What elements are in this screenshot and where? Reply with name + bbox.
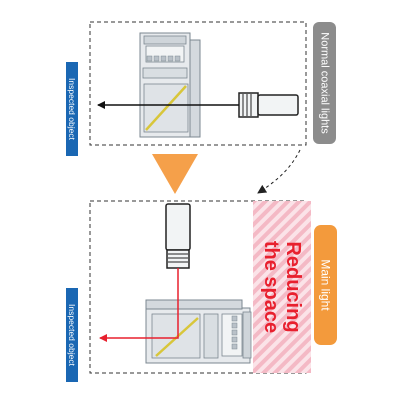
inspected-object-label-top: Inspected object bbox=[66, 62, 78, 156]
reduced-space-area bbox=[253, 201, 311, 373]
bottom-half-mirror bbox=[155, 317, 199, 357]
main-light-beam-arrow bbox=[99, 268, 179, 342]
reducing-text-line2: the space bbox=[260, 240, 283, 334]
main-light-unit bbox=[165, 203, 191, 269]
normal-coaxial-lights-label: Normal coaxial lights bbox=[313, 22, 336, 144]
inspected-object-text-bottom: Inspected object bbox=[67, 304, 77, 366]
normal-coaxial-lights-text: Normal coaxial lights bbox=[318, 32, 331, 134]
inspected-object-label-bottom: Inspected object bbox=[66, 288, 78, 382]
reducing-text-line1: Reducing bbox=[282, 241, 305, 333]
coaxial-light-unit bbox=[238, 92, 299, 118]
main-light-label: Main light bbox=[314, 225, 337, 345]
bottom-camera-unit bbox=[145, 299, 252, 364]
top-half-mirror bbox=[145, 85, 187, 131]
top-camera-unit bbox=[139, 32, 201, 138]
reducing-space-label: Reducing the space bbox=[253, 201, 311, 373]
top-frame bbox=[89, 21, 307, 146]
dashed-pointer-arrow bbox=[257, 149, 301, 194]
transition-arrow bbox=[152, 154, 198, 194]
main-light-text: Main light bbox=[318, 259, 333, 311]
inspected-object-text-top: Inspected object bbox=[67, 78, 77, 140]
